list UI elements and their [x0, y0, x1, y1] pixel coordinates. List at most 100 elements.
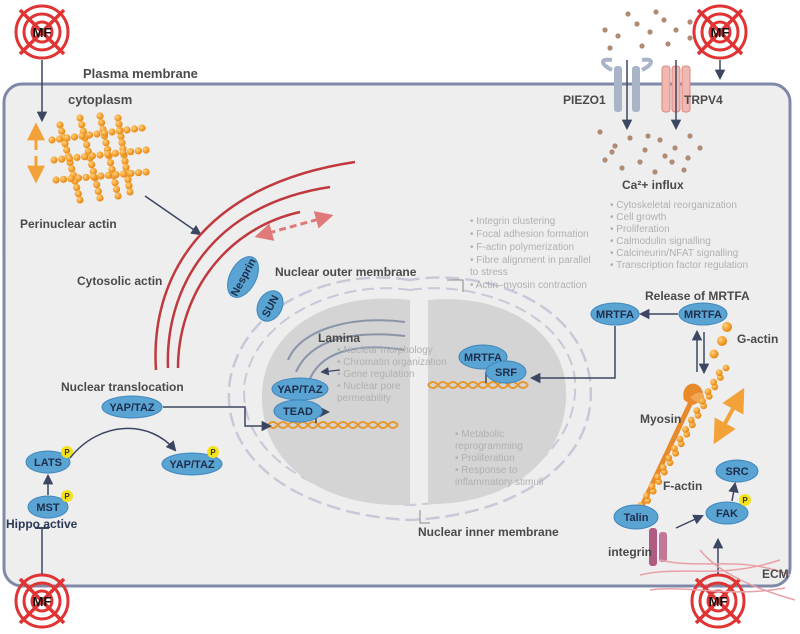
actin-bead [73, 183, 81, 192]
f-actin-bead [643, 492, 650, 500]
lamina-effect: • Gene regulation [337, 369, 414, 380]
yap-taz-nucleus: YAP/TAZ [271, 377, 329, 401]
actin-bead [115, 127, 124, 135]
calcium-ion [642, 147, 648, 153]
nucleus-effect: • Proliferation [455, 453, 515, 464]
release-mrtfa-label: Release of MRTFA [645, 289, 750, 303]
lamina-fibers [287, 319, 406, 385]
mf-label: MF [33, 594, 52, 609]
actin-bead [74, 190, 82, 198]
actin-bead [114, 114, 122, 122]
phospho-label: P [64, 448, 70, 457]
actin-bead [88, 152, 96, 160]
f-actin-bead [715, 369, 723, 377]
inner-membrane-leader [419, 510, 430, 524]
lamina-effect: • Nuclear pore [337, 381, 401, 392]
yap-taz-phospho: YAP/TAZ P [161, 446, 223, 476]
piezo1-channel [601, 57, 653, 112]
actin-bead [111, 179, 119, 187]
mf-label: MF [33, 25, 52, 40]
actin-bead [89, 173, 98, 181]
actin-bead [76, 114, 84, 122]
actin-bead [123, 126, 131, 134]
myosin-label: Myosin [640, 412, 681, 426]
actin-bead [126, 188, 134, 196]
nuclear-outer-membrane-label: Nuclear outer membrane [275, 265, 417, 279]
calcium-ion [602, 27, 608, 33]
actin-bead [115, 120, 123, 128]
actin-bead [97, 172, 105, 180]
actin-bead [76, 196, 84, 204]
actin-bead [93, 181, 101, 189]
calcium-ion [602, 157, 608, 163]
tead-label: TEAD [283, 406, 313, 418]
nucleus-effect: reprogramming [455, 441, 523, 452]
ecm-label: ECM [762, 567, 789, 581]
calcium-ion [619, 165, 625, 171]
phospho-label: P [210, 448, 216, 457]
integrin-effect: • Actin–myosin contraction [470, 280, 587, 291]
actin-bead [104, 150, 112, 158]
actin-bead [108, 128, 116, 136]
lamina-to-effects-arrow [320, 367, 341, 376]
calcium-ion [662, 153, 668, 159]
calcium-ion [627, 135, 633, 141]
fak-protein: FAK P [705, 494, 751, 525]
actin-bead [73, 153, 81, 162]
ca-influx-label: Ca²+ influx [622, 178, 684, 192]
contraction-arrow [713, 387, 745, 445]
f-actin-bead [648, 482, 656, 490]
talin-to-fak-arrow [675, 514, 704, 529]
mf-label: MF [711, 25, 730, 40]
nucleus-effect: inflammatory stimuli [455, 477, 543, 488]
calcium-effect: • Cytoskeletal reorganization [610, 200, 737, 211]
actin-bead [63, 134, 71, 142]
calcium-ion [697, 145, 703, 151]
srf-label: SRF [495, 367, 517, 379]
dna-helix-left [267, 421, 399, 429]
actin-bead [59, 175, 68, 183]
actin-bead [88, 161, 96, 169]
lamina-label: Lamina [318, 331, 360, 345]
cytosolic-actin-label: Cytosolic actin [77, 274, 162, 288]
actin-bead [119, 148, 127, 157]
lamina-effects-list: • Nuclear morphology • Chromatin organiz… [337, 345, 447, 404]
yap-taz-label: YAP/TAZ [277, 384, 323, 396]
talin-protein: Talin [613, 504, 659, 530]
calcium-ion [665, 41, 671, 47]
nuclear-inner-membrane-label: Nuclear inner membrane [418, 525, 559, 539]
calcium-ion [681, 167, 687, 173]
yap-taz-label: YAP/TAZ [109, 402, 155, 414]
lamina-effect: • Chromatin organization [337, 357, 447, 368]
actin-bead [122, 163, 130, 171]
f-actin-chain [637, 364, 730, 514]
actin-bead [63, 146, 71, 154]
sun-protein: SUN [256, 290, 284, 322]
cytosolic-actin-double-arrow [254, 211, 334, 241]
f-actin-bead [682, 426, 689, 433]
actin-bead [130, 125, 139, 133]
calcium-ion [687, 35, 693, 41]
actin-bead [112, 185, 121, 193]
srf-protein: SRF [485, 360, 527, 384]
integrin-effect: • Fibre alignment in parallel [470, 255, 591, 266]
calcium-effect: • Cell growth [610, 212, 666, 223]
calcium-effect: • Calmodulin signalling [610, 236, 711, 247]
piezo1-label: PIEZO1 [563, 93, 606, 107]
actin-bead [124, 176, 132, 184]
yap-taz-to-tead-arrow [163, 406, 273, 432]
src-label: SRC [725, 466, 748, 478]
yap-taz-cytoplasm: YAP/TAZ [101, 395, 163, 419]
calcium-ion [637, 159, 643, 165]
mrtfa-label: MRTFA [464, 352, 502, 364]
calcium-ion [612, 143, 618, 149]
calcium-ion [607, 45, 613, 51]
lats-label: LATS [34, 457, 62, 469]
mrtfa-cytoplasm-left: MRTFA [590, 302, 640, 326]
calcium-effect: • Proliferation [610, 224, 670, 235]
mf-bottom-right-icon: MF [690, 573, 746, 629]
perinuclear-actin-label: Perinuclear actin [20, 217, 117, 231]
f-actin-bead [722, 364, 730, 372]
cytoplasm-label: cytoplasm [68, 92, 132, 107]
calcium-ion [687, 19, 693, 25]
